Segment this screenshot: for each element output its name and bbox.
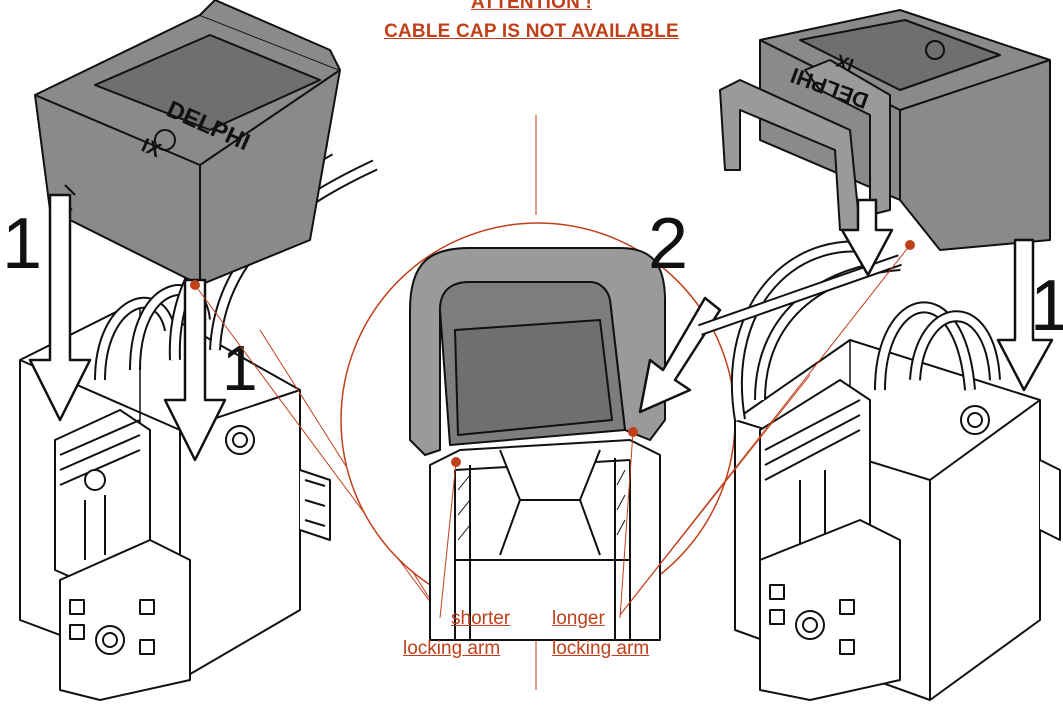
longer-arm-label-line1: longer bbox=[552, 608, 605, 629]
shorter-arm-leader bbox=[439, 461, 457, 619]
cap-roman-label-right: IX bbox=[834, 50, 857, 75]
longer-arm-label-line2: locking arm bbox=[552, 638, 650, 659]
left-down-arrow-small bbox=[163, 278, 227, 462]
step-number-1-right: 1 bbox=[1030, 266, 1063, 346]
gear-icon bbox=[154, 129, 176, 151]
right-cable-cap bbox=[719, 9, 1051, 251]
detail-cross-section bbox=[409, 247, 666, 641]
longer-arm-leader bbox=[619, 431, 634, 619]
step-number-1-left: 1 bbox=[2, 204, 42, 284]
left-down-arrow-large bbox=[28, 193, 92, 422]
shorter-arm-label-line1: shorter bbox=[451, 608, 511, 629]
cable-cap-warning: CABLE CAP IS NOT AVAILABLE bbox=[384, 21, 679, 42]
gear-icon-right bbox=[925, 40, 945, 60]
step-number-2: 2 bbox=[648, 204, 688, 284]
right-connector-illustration bbox=[698, 240, 1061, 701]
left-cable-cap bbox=[34, 0, 341, 286]
shorter-arm-label-line2: locking arm bbox=[403, 638, 501, 659]
attention-heading: ATTENTION ! bbox=[470, 0, 593, 13]
right-down-arrow-small bbox=[840, 198, 894, 277]
step-number-1-left-small: 1 bbox=[222, 332, 258, 404]
right-down-arrow-large bbox=[996, 238, 1054, 392]
leader-line-right-2 bbox=[619, 374, 811, 616]
